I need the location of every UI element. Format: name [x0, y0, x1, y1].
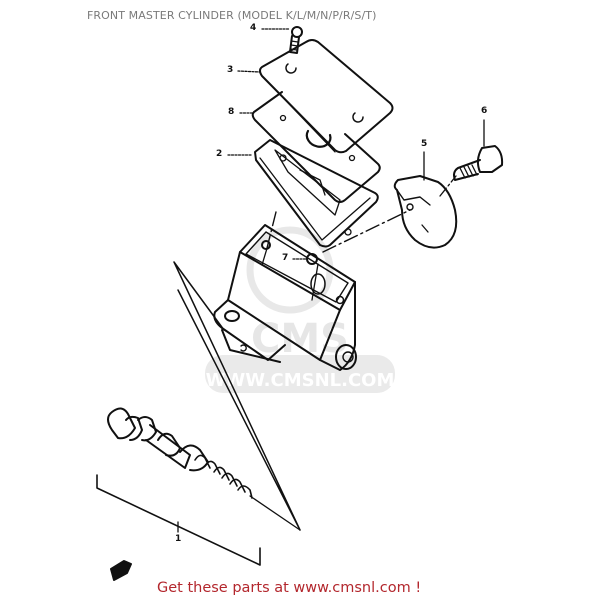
part-label-2: 2	[216, 149, 223, 159]
part-label-1: 1	[175, 534, 182, 544]
page-title: FRONT MASTER CYLINDER (MODEL K/L/M/N/P/R…	[87, 9, 377, 22]
watermark-url: WWW.CMSNL.COM	[206, 370, 395, 391]
front-arrow-icon	[110, 560, 132, 581]
part-6-clamp-bolt[interactable]	[453, 145, 504, 181]
part-label-8: 8	[228, 107, 235, 117]
part-label-5: 5	[421, 139, 428, 149]
part-2-diaphragm-plate[interactable]	[254, 139, 379, 248]
part-4-screw[interactable]	[289, 26, 303, 54]
watermark-logo: CMS	[251, 316, 349, 362]
part-label-6: 6	[481, 106, 488, 116]
part-1-piston-assembly[interactable]	[107, 407, 301, 531]
leader-3	[237, 70, 261, 73]
bracket-part-1	[96, 474, 261, 566]
part-5-lever-holder[interactable]	[393, 175, 458, 249]
part-label-3: 3	[227, 65, 234, 75]
part-8-diaphragm[interactable]	[251, 91, 381, 203]
alignment-line-2	[322, 209, 411, 253]
part-label-4: 4	[250, 23, 257, 33]
part-3-reservoir-cap[interactable]	[259, 39, 394, 154]
triangle-leader	[173, 261, 301, 531]
cmsnl-promo-link[interactable]: Get these parts at www.cmsnl.com !	[157, 580, 422, 596]
part-label-7: 7	[282, 253, 289, 263]
alignment-line-3	[439, 175, 457, 197]
